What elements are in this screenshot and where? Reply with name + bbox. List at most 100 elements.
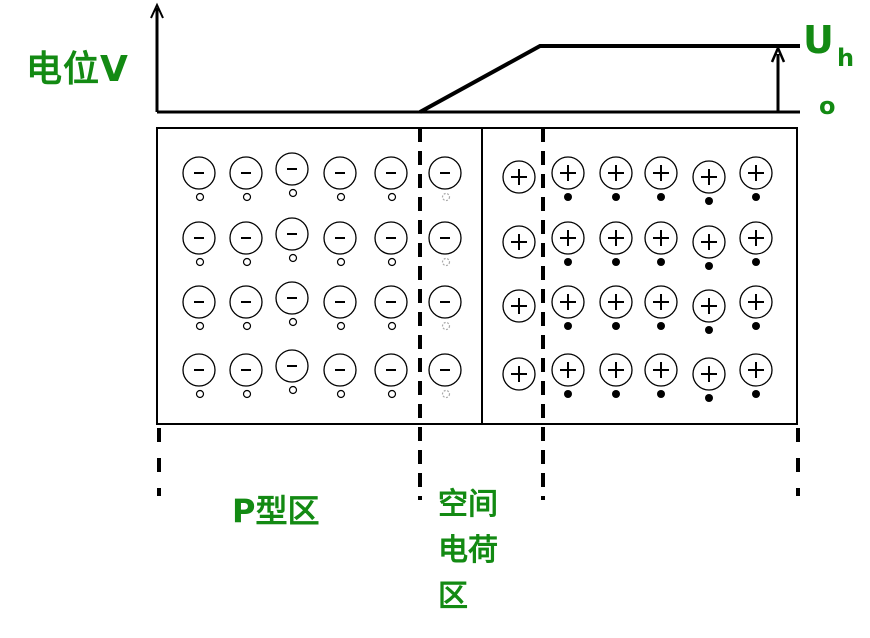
electron-carrier-icon bbox=[657, 193, 665, 201]
donor-ion bbox=[502, 357, 536, 391]
electron-carrier-icon bbox=[752, 390, 760, 398]
ion-lattice bbox=[182, 152, 773, 402]
donor-ion bbox=[502, 289, 536, 323]
donor-ion bbox=[551, 221, 585, 266]
donor-ion bbox=[739, 285, 773, 330]
hole-carrier-icon bbox=[288, 317, 298, 327]
hole-carrier-icon bbox=[195, 192, 205, 202]
hole-carrier-icon bbox=[336, 192, 346, 202]
hole-carrier-icon bbox=[336, 389, 346, 399]
electron-carrier-icon bbox=[705, 197, 713, 205]
acceptor-ion bbox=[182, 156, 216, 202]
electron-carrier-icon bbox=[705, 262, 713, 270]
electron-carrier-icon bbox=[564, 258, 572, 266]
space-charge-label-line2: 电荷 bbox=[438, 533, 498, 568]
donor-ion bbox=[599, 285, 633, 330]
hole-carrier-icon bbox=[242, 321, 252, 331]
acceptor-ion bbox=[374, 285, 408, 331]
y-axis-arrowhead-icon bbox=[150, 2, 164, 19]
electron-carrier-icon bbox=[657, 390, 665, 398]
donor-ion bbox=[551, 156, 585, 201]
hole-carrier-icon bbox=[195, 321, 205, 331]
donor-ion bbox=[739, 221, 773, 266]
acceptor-ion bbox=[323, 156, 357, 202]
donor-ion bbox=[644, 285, 678, 330]
donor-ion bbox=[502, 160, 536, 194]
donor-ion bbox=[692, 357, 726, 402]
acceptor-ion bbox=[229, 221, 263, 267]
space-charge-label-line1: 空间 bbox=[438, 487, 498, 522]
electron-carrier-icon bbox=[752, 193, 760, 201]
hole-carrier-icon bbox=[441, 389, 451, 399]
acceptor-ion bbox=[428, 156, 462, 202]
electron-carrier-icon bbox=[612, 322, 620, 330]
potential-curve bbox=[419, 44, 800, 114]
electron-carrier-icon bbox=[657, 258, 665, 266]
acceptor-ion bbox=[182, 221, 216, 267]
acceptor-ion bbox=[229, 285, 263, 331]
acceptor-ion bbox=[323, 285, 357, 331]
acceptor-ion bbox=[275, 152, 309, 198]
hole-carrier-icon bbox=[441, 321, 451, 331]
hole-carrier-icon bbox=[288, 253, 298, 263]
hole-carrier-icon bbox=[195, 389, 205, 399]
acceptor-ion bbox=[323, 353, 357, 399]
donor-ion bbox=[551, 285, 585, 330]
acceptor-ion bbox=[374, 353, 408, 399]
donor-ion bbox=[599, 353, 633, 398]
donor-ion bbox=[551, 353, 585, 398]
hole-carrier-icon bbox=[288, 188, 298, 198]
space-charge-region-label: 空间 电荷 区 bbox=[438, 482, 518, 620]
acceptor-ion bbox=[229, 353, 263, 399]
donor-ion bbox=[692, 225, 726, 270]
hole-carrier-icon bbox=[387, 192, 397, 202]
electron-carrier-icon bbox=[752, 322, 760, 330]
hole-carrier-icon bbox=[387, 321, 397, 331]
hole-carrier-icon bbox=[441, 257, 451, 267]
uh-subscript: h bbox=[837, 44, 855, 72]
acceptor-ion bbox=[374, 156, 408, 202]
acceptor-ion bbox=[428, 221, 462, 267]
acceptor-ion bbox=[323, 221, 357, 267]
p-region-label: P型区 bbox=[232, 492, 320, 530]
donor-ion bbox=[502, 225, 536, 259]
electron-carrier-icon bbox=[612, 193, 620, 201]
uh-label: U bbox=[803, 18, 834, 62]
hole-carrier-icon bbox=[387, 257, 397, 267]
hole-carrier-icon bbox=[336, 321, 346, 331]
electron-carrier-icon bbox=[564, 193, 572, 201]
hole-carrier-icon bbox=[336, 257, 346, 267]
acceptor-ion bbox=[275, 349, 309, 395]
uh-arrowhead-icon bbox=[770, 44, 786, 63]
hole-carrier-icon bbox=[242, 389, 252, 399]
electron-carrier-icon bbox=[705, 326, 713, 334]
hole-carrier-icon bbox=[195, 257, 205, 267]
acceptor-ion bbox=[374, 221, 408, 267]
electron-carrier-icon bbox=[612, 258, 620, 266]
electron-carrier-icon bbox=[705, 394, 713, 402]
donor-ion bbox=[599, 221, 633, 266]
hole-carrier-icon bbox=[242, 192, 252, 202]
electron-carrier-icon bbox=[752, 258, 760, 266]
hole-carrier-icon bbox=[288, 385, 298, 395]
acceptor-ion bbox=[428, 285, 462, 331]
acceptor-ion bbox=[275, 217, 309, 263]
electron-carrier-icon bbox=[564, 390, 572, 398]
acceptor-ion bbox=[182, 285, 216, 331]
donor-ion bbox=[599, 156, 633, 201]
donor-ion bbox=[692, 289, 726, 334]
donor-ion bbox=[644, 353, 678, 398]
acceptor-ion bbox=[428, 353, 462, 399]
acceptor-ion bbox=[275, 281, 309, 327]
donor-ion bbox=[739, 156, 773, 201]
electron-carrier-icon bbox=[612, 390, 620, 398]
y-axis-label: 电位V bbox=[26, 49, 129, 90]
donor-ion bbox=[644, 156, 678, 201]
acceptor-ion bbox=[182, 353, 216, 399]
donor-ion bbox=[692, 160, 726, 205]
semiconductor-block bbox=[156, 127, 798, 425]
hole-carrier-icon bbox=[441, 192, 451, 202]
donor-ion bbox=[644, 221, 678, 266]
